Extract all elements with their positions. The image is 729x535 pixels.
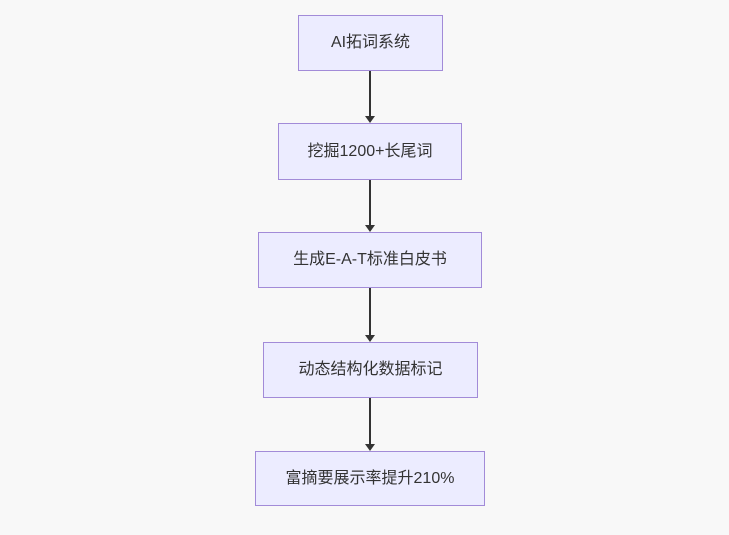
edge-n1-n2 bbox=[365, 71, 375, 123]
arrowhead-down-icon bbox=[365, 225, 375, 232]
node-eat-whitepaper: 生成E-A-T标准白皮书 bbox=[258, 232, 482, 288]
edge-n4-n5 bbox=[365, 398, 375, 451]
edge-line bbox=[369, 398, 371, 445]
node-label: AI拓词系统 bbox=[330, 34, 411, 52]
edge-line bbox=[369, 71, 371, 117]
edge-line bbox=[369, 288, 371, 336]
node-rich-snippet-rate: 富摘要展示率提升210% bbox=[255, 451, 485, 506]
arrowhead-down-icon bbox=[365, 444, 375, 451]
node-structured-data-markup: 动态结构化数据标记 bbox=[263, 342, 478, 398]
arrowhead-down-icon bbox=[365, 335, 375, 342]
node-longtail-mining: 挖掘1200+长尾词 bbox=[278, 123, 462, 180]
edge-n2-n3 bbox=[365, 180, 375, 232]
node-label: 挖掘1200+长尾词 bbox=[307, 142, 433, 160]
node-label: 富摘要展示率提升210% bbox=[285, 469, 455, 487]
node-ai-keyword-system: AI拓词系统 bbox=[298, 15, 443, 71]
node-label: 生成E-A-T标准白皮书 bbox=[293, 251, 447, 269]
arrowhead-down-icon bbox=[365, 116, 375, 123]
edge-line bbox=[369, 180, 371, 226]
edge-n3-n4 bbox=[365, 288, 375, 342]
node-label: 动态结构化数据标记 bbox=[298, 361, 443, 379]
